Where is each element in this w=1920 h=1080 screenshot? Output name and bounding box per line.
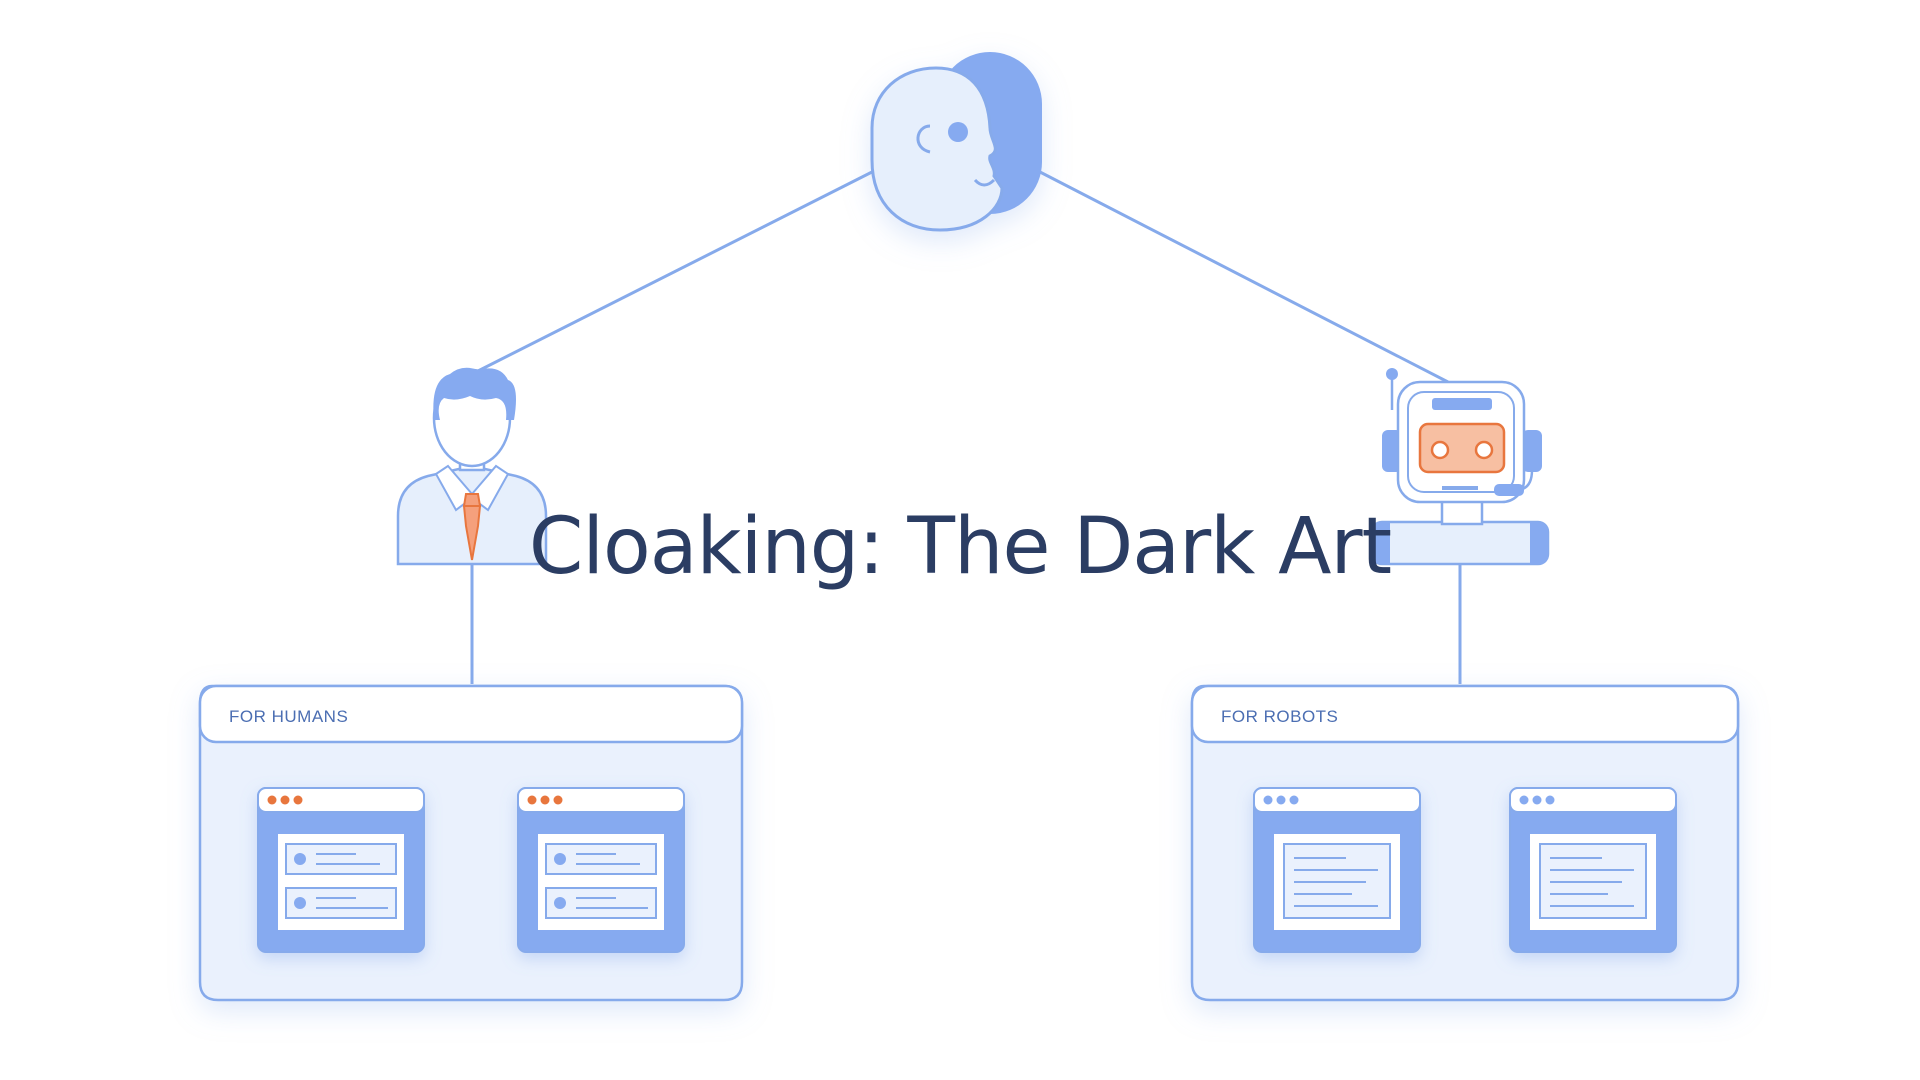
- two-face-mask-icon: [870, 52, 1042, 232]
- businessman-icon: [396, 367, 548, 566]
- human-browser-window-1: [257, 787, 425, 953]
- human-browser-window-2: [517, 787, 685, 953]
- connector-lines: [470, 170, 1462, 684]
- humans-panel-label: FOR HUMANS: [229, 707, 348, 726]
- page-title: Cloaking: The Dark Art: [528, 502, 1392, 593]
- connector-mask-to-human: [471, 170, 873, 376]
- robot-browser-window-1: [1253, 787, 1421, 953]
- connector-mask-to-robot: [1039, 170, 1449, 384]
- robots-panel-label: FOR ROBOTS: [1221, 707, 1338, 726]
- robot-browser-window-2: [1509, 787, 1677, 953]
- robot-icon: [1370, 368, 1550, 566]
